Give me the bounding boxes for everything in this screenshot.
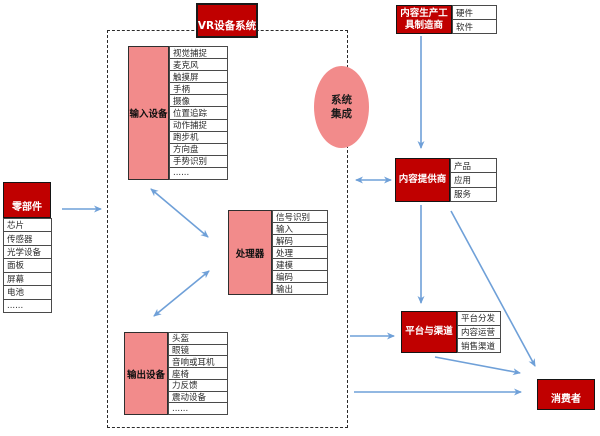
list-item: ...... bbox=[168, 402, 228, 416]
list-item: 光学设备 bbox=[3, 244, 52, 260]
list-item: 芯片 bbox=[3, 218, 52, 233]
list-item: 服务 bbox=[450, 186, 497, 202]
components-list: 芯片传感器光学设备面板屏幕电池...... bbox=[3, 218, 52, 313]
list-item: 屏幕 bbox=[3, 271, 52, 287]
input-device-list: 视觉捕捉麦克风触摸屏手柄摄像位置追踪动作捕捉跑步机方向盘手势识别...... bbox=[169, 46, 228, 181]
vr-system-title: VR设备系统 bbox=[196, 3, 258, 38]
arrow-platform-to-consumer bbox=[434, 356, 521, 376]
arrow-processor-output bbox=[153, 270, 210, 317]
platform-channel-list: 平台分发内容运营销售渠道 bbox=[457, 311, 501, 354]
arrow-provider-to-consumer bbox=[450, 210, 536, 367]
list-item: 产品 bbox=[450, 158, 497, 174]
list-item: 软件 bbox=[452, 19, 497, 34]
consumer-box: 消费者 bbox=[537, 379, 595, 410]
list-item: 信号识别 bbox=[272, 210, 328, 223]
processor-header: 处理器 bbox=[228, 210, 272, 295]
list-item: 电池 bbox=[3, 285, 52, 300]
input-device-header: 输入设备 bbox=[128, 46, 169, 180]
list-item: 硬件 bbox=[452, 5, 497, 20]
content-tool-maker-label: 内容生产工具制造商 bbox=[400, 7, 448, 31]
list-item: ...... bbox=[3, 298, 52, 313]
content-tool-maker-header: 内容生产工具制造商 bbox=[396, 5, 452, 34]
content-provider-list: 产品应用服务 bbox=[450, 158, 497, 202]
platform-channel-header: 平台与渠道 bbox=[401, 311, 457, 353]
list-item: ...... bbox=[169, 166, 228, 181]
list-item: 输出 bbox=[272, 282, 328, 295]
list-item: 传感器 bbox=[3, 231, 52, 246]
system-integration-label: 系统集成 bbox=[331, 93, 352, 120]
content-provider-header: 内容提供商 bbox=[395, 158, 450, 202]
output-device-list: 头盔眼镜音响或耳机座椅力反馈震动设备...... bbox=[168, 332, 228, 416]
list-item: 面板 bbox=[3, 258, 52, 273]
components-header: 零部件 bbox=[3, 182, 51, 218]
list-item: 平台分发 bbox=[457, 311, 501, 326]
list-item: 销售渠道 bbox=[457, 338, 501, 354]
arrow-input-processor bbox=[150, 188, 209, 238]
content-tool-maker-list: 硬件软件 bbox=[452, 5, 497, 34]
list-item: 内容运营 bbox=[457, 324, 501, 340]
processor-list: 信号识别输入解码处理建模编码输出 bbox=[272, 210, 328, 295]
system-integration-node: 系统集成 bbox=[314, 66, 369, 148]
list-item: 应用 bbox=[450, 172, 497, 188]
output-device-header: 输出设备 bbox=[124, 332, 168, 415]
